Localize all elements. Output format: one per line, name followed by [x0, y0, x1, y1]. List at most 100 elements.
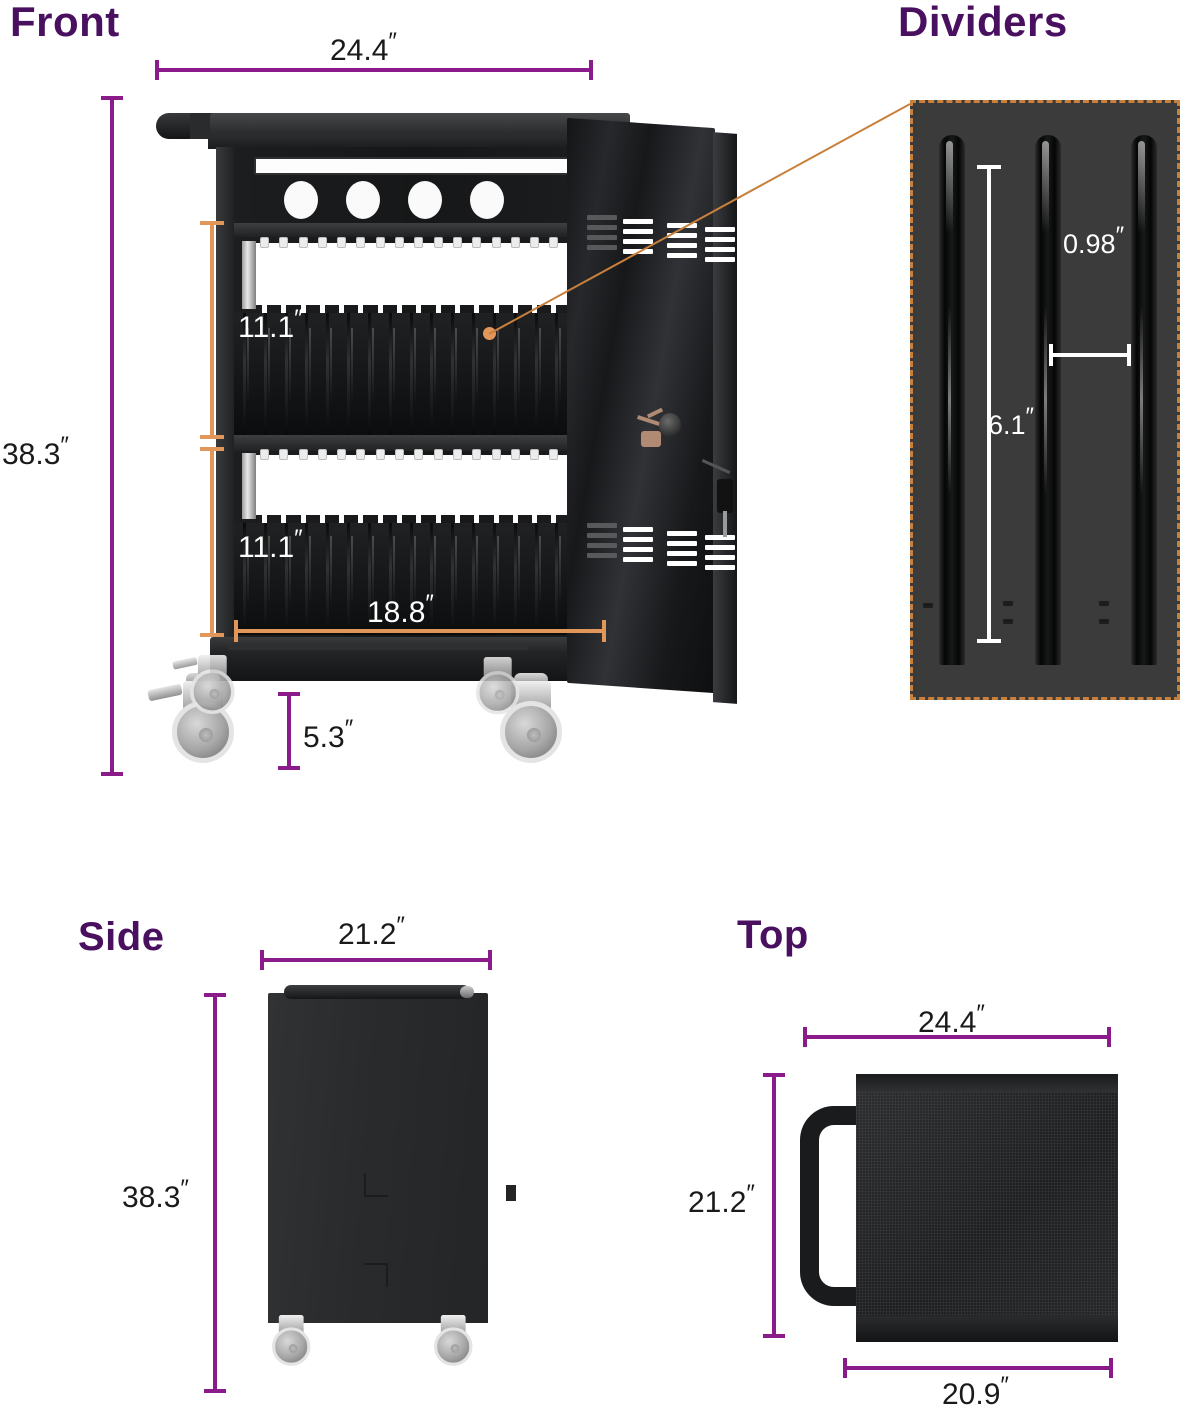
- cable-clip: [375, 237, 385, 248]
- divider-fin-highlight: [413, 536, 416, 606]
- divider-clip: [1003, 619, 1013, 624]
- rail-left: [242, 453, 256, 519]
- top-width-dimension-line: [803, 1027, 1111, 1047]
- cable-tooth: [358, 514, 364, 524]
- divider-fin-highlight: [517, 327, 520, 404]
- divider-fin: [305, 313, 309, 435]
- top-surface-plate: [856, 1074, 1118, 1342]
- cable-tooth: [319, 304, 325, 314]
- cable-tooth: [493, 514, 499, 524]
- divider-fin: [534, 313, 538, 435]
- cable-clip: [298, 237, 308, 248]
- divider-fin: [939, 135, 965, 665]
- divider-fin-highlight: [517, 536, 520, 606]
- cable-clip: [375, 449, 385, 460]
- divider-fin: [326, 523, 330, 635]
- divider-fin-highlight: [392, 327, 395, 404]
- caster-wheel: [190, 669, 235, 715]
- front-lower-bay-dimension-line: [200, 447, 224, 637]
- divider-fin-highlight: [247, 327, 249, 404]
- cable-clip: [433, 237, 443, 248]
- divider-fin-highlight: [476, 536, 479, 606]
- cart-frame-left: [216, 147, 234, 637]
- front-width-label: 24.4″: [330, 28, 397, 67]
- cable-clip: [414, 237, 424, 248]
- door-vent-group: [587, 215, 617, 255]
- cable-tooth: [435, 514, 441, 524]
- divider-fin: [1035, 135, 1061, 665]
- front-bay-width-dimension-line: [234, 620, 606, 642]
- front-clearance-label: 5.3″: [303, 715, 353, 754]
- door-key-bunch: [637, 407, 671, 449]
- divider-fin: [347, 313, 351, 435]
- divider-fin: [555, 313, 559, 435]
- divider-fin-highlight: [496, 536, 499, 606]
- front-width-dimension-line: [155, 60, 593, 80]
- cable-clip: [510, 449, 520, 460]
- cable-hole: [284, 181, 318, 219]
- cable-hole: [470, 181, 504, 219]
- divider-fin-highlight: [538, 327, 541, 404]
- divider-fin: [409, 523, 413, 635]
- cable-tooth: [281, 304, 287, 314]
- divider-fin: [367, 523, 371, 635]
- cable-tooth: [416, 304, 422, 314]
- side-panel-seam-upper: [364, 1173, 388, 1197]
- divider-spacing-label: 0.98″: [1063, 222, 1124, 259]
- cable-clip: [472, 237, 482, 248]
- divider-fin: [243, 523, 246, 635]
- divider-fin-highlight: [559, 327, 562, 404]
- side-depth-dimension-line: [260, 950, 492, 970]
- section-title-top: Top: [737, 913, 809, 957]
- divider-zone-lower: [234, 523, 606, 635]
- divider-height-label: 6.1″: [988, 403, 1034, 440]
- divider-fin-highlight: [267, 327, 270, 404]
- door-vent-group: [667, 531, 697, 571]
- cable-clip: [433, 449, 443, 460]
- cable-clip: [260, 449, 269, 460]
- divider-fin-highlight: [288, 536, 291, 606]
- divider-fin: [1131, 135, 1157, 665]
- cable-tooth: [512, 514, 518, 524]
- divider-fin-highlight: [247, 536, 249, 606]
- divider-clip: [1003, 601, 1013, 606]
- divider-clip: [923, 603, 933, 608]
- divider-fin-highlight: [267, 536, 270, 606]
- top-rear-lip: [856, 1074, 1118, 1092]
- cable-hole: [408, 181, 442, 219]
- side-push-handle: [284, 985, 474, 999]
- cable-clip: [356, 449, 366, 460]
- cable-tooth: [300, 514, 306, 524]
- divider-fin-highlight: [434, 327, 437, 404]
- cable-clip: [414, 449, 424, 460]
- cable-tooth: [474, 304, 480, 314]
- cable-clip: [298, 449, 308, 460]
- divider-fin: [492, 313, 496, 435]
- front-bay-width-label: 18.8″: [367, 590, 434, 629]
- cable-clip: [337, 449, 347, 460]
- cable-tooth: [435, 304, 441, 314]
- side-height-label: 38.3″: [122, 1175, 189, 1214]
- top-width-label: 24.4″: [918, 1000, 985, 1039]
- divider-fin-highlight: [351, 536, 354, 606]
- cable-clip: [530, 237, 540, 248]
- cable-clip: [530, 449, 540, 460]
- top-cabinet-width-label: 20.9″: [942, 1372, 1009, 1411]
- divider-spacing-dimension-line: [1049, 344, 1131, 366]
- dividers-detail-panel: [910, 100, 1180, 700]
- front-height-label: 38.3″: [2, 432, 69, 471]
- cable-tooth: [454, 514, 460, 524]
- side-panel-seam-lower: [364, 1263, 388, 1287]
- cable-tooth: [281, 514, 287, 524]
- cable-clip: [510, 237, 520, 248]
- cable-hole: [346, 181, 380, 219]
- divider-fin-highlight: [538, 536, 541, 606]
- cable-clip: [549, 237, 559, 248]
- caster-wheel: [476, 671, 520, 715]
- divider-fin: [263, 313, 267, 435]
- door-panel: [567, 117, 715, 694]
- cart-top-vent-slot: [254, 157, 576, 175]
- divider-fin-highlight: [434, 536, 437, 606]
- divider-fin: [284, 313, 288, 435]
- divider-fin: [451, 523, 455, 635]
